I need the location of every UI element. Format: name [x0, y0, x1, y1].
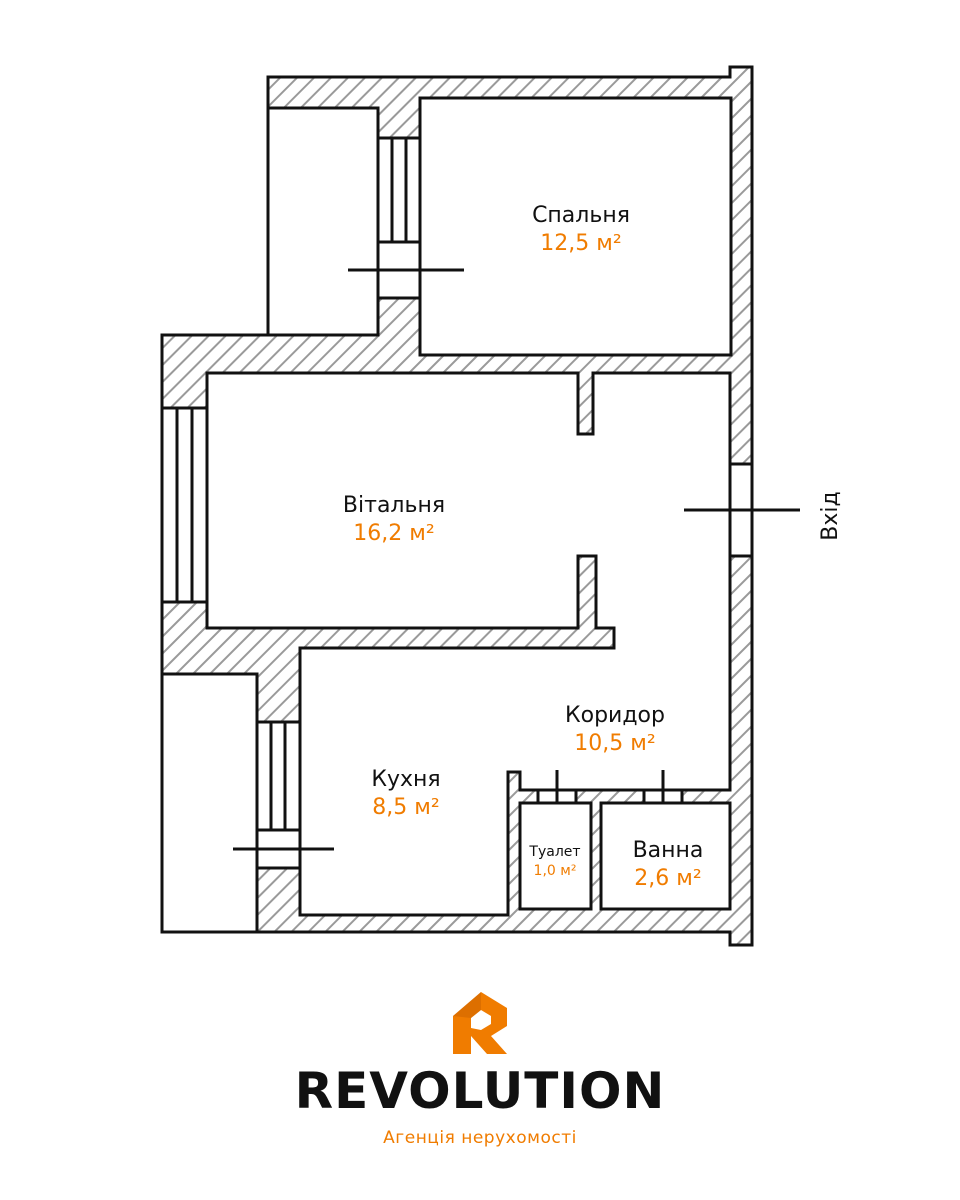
living-name: Вітальня	[343, 493, 445, 518]
entrance-label: Вхід	[818, 491, 843, 540]
kitchen-area: 8,5 м²	[372, 795, 439, 820]
toilet-name: Туалет	[528, 844, 580, 860]
door-bath	[642, 770, 684, 805]
window-kitchen	[255, 720, 302, 832]
bath-name: Ванна	[633, 838, 704, 863]
toilet-area: 1,0 м²	[534, 863, 577, 879]
revolution-logo-icon	[453, 992, 507, 1054]
door-toilet	[536, 770, 578, 805]
room-bedroom	[418, 96, 733, 357]
room-living-corridor	[205, 371, 732, 917]
door-entrance	[684, 462, 800, 558]
bedroom-name: Спальня	[532, 203, 630, 228]
kitchen-name: Кухня	[371, 767, 440, 792]
brand-name: REVOLUTION	[294, 1062, 666, 1120]
bath-area: 2,6 м²	[634, 866, 701, 891]
balcony-bottom	[160, 672, 259, 934]
corridor-name: Коридор	[565, 703, 665, 728]
floor-plan: Спальня 12,5 м² Вітальня 16,2 м² Коридор…	[160, 65, 843, 947]
room-toilet	[518, 801, 593, 911]
window-bedroom	[376, 136, 422, 244]
bedroom-area: 12,5 м²	[540, 231, 621, 256]
door-bedroom-balcony	[348, 240, 464, 300]
window-living	[160, 406, 209, 604]
balcony-top	[266, 106, 380, 337]
corridor-area: 10,5 м²	[574, 731, 655, 756]
door-kitchen-balcony	[233, 828, 334, 870]
living-area: 16,2 м²	[353, 521, 434, 546]
brand-tagline: Агенція нерухомості	[383, 1128, 577, 1148]
